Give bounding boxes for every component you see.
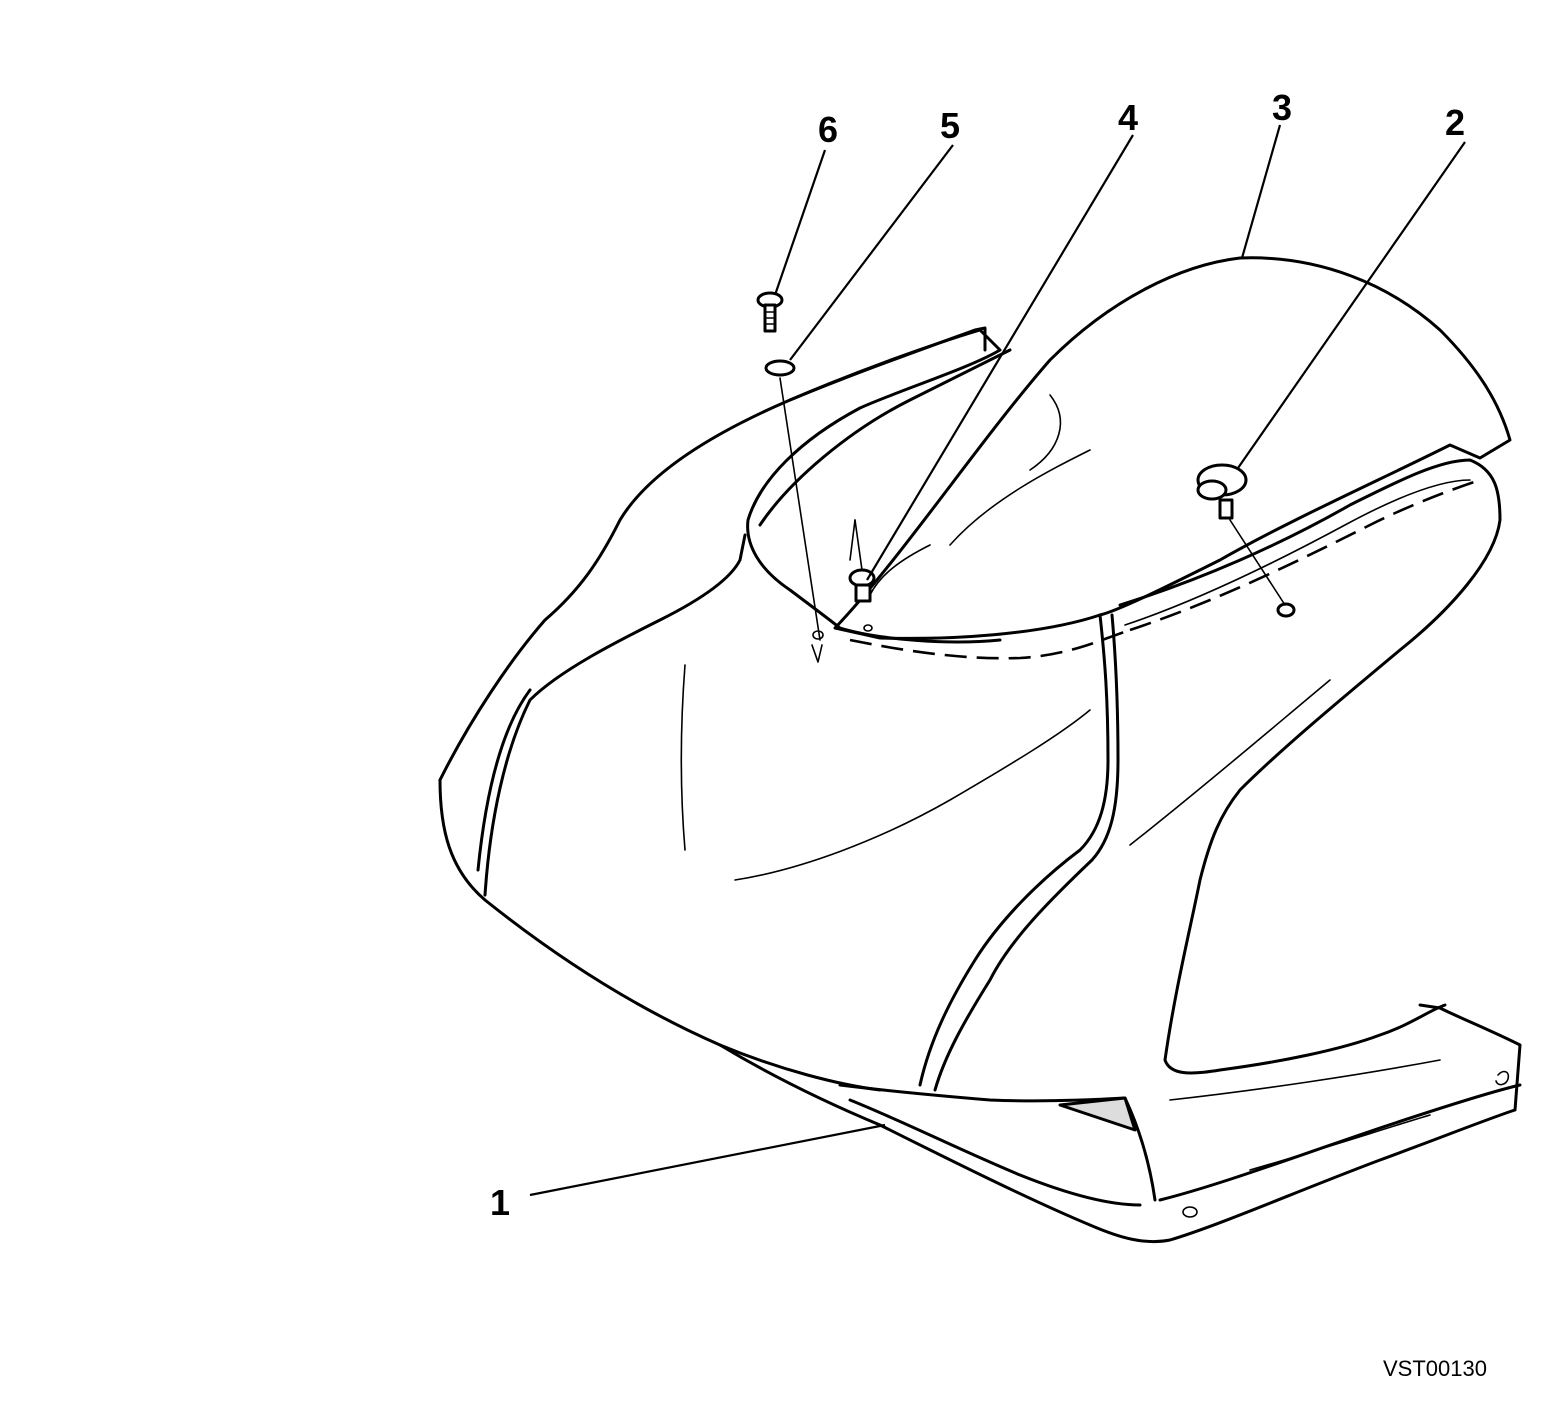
- callout-3: 3: [1272, 87, 1293, 128]
- leader-lines: [529, 124, 1466, 1197]
- lower-chin-fairing: [718, 1003, 1522, 1244]
- callout-6: 6: [818, 109, 839, 150]
- callout-1: 1: [490, 1182, 511, 1223]
- callout-2: 2: [1445, 102, 1466, 143]
- part-5-6-screw-and-washer: [756, 291, 824, 663]
- part-4-well-nut: [848, 519, 876, 632]
- callout-5: 5: [940, 105, 961, 146]
- upper-fairing: [438, 326, 1502, 1092]
- callout-4: 4: [1118, 97, 1139, 138]
- windscreen: [833, 256, 1512, 640]
- drawing-code: VST00130: [1383, 1356, 1487, 1381]
- part-2-quick-release-screw: [1196, 463, 1296, 618]
